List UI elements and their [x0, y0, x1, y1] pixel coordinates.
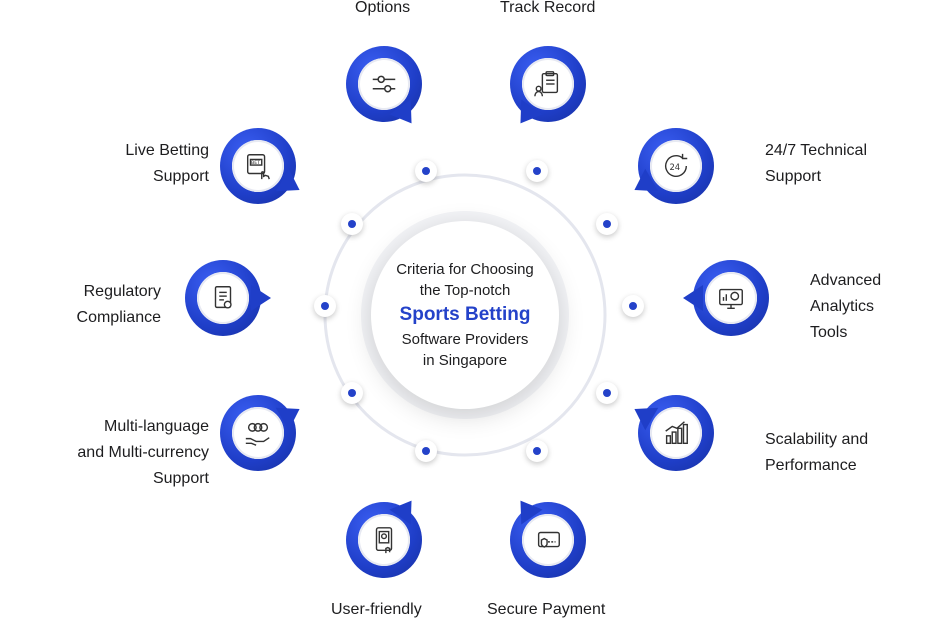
svg-text:BET: BET — [251, 160, 260, 166]
touch-tablet-icon — [375, 527, 393, 554]
center-hub: Criteria for Choosing the Top-notch Spor… — [371, 221, 559, 409]
analytics-monitor-icon — [719, 288, 743, 310]
bubble-options — [346, 46, 423, 131]
connector-dot-analytics — [622, 295, 644, 317]
bubble-secure-payment — [509, 493, 586, 578]
connector-dot-secure-payment — [526, 440, 548, 462]
svg-text:24: 24 — [669, 162, 680, 172]
24-7-support-icon: 24 — [665, 153, 688, 177]
connector-dot-options — [415, 160, 437, 182]
center-line-2: the Top-notch — [419, 282, 511, 299]
center-highlight: Sports Betting — [399, 304, 531, 325]
growth-chart-icon — [665, 421, 688, 445]
label-user-friendly: User-friendly — [331, 601, 422, 618]
connector-dot-technical-support — [596, 213, 618, 235]
bubble-user-friendly — [346, 493, 423, 578]
connector-dot-multi-currency — [341, 382, 363, 404]
sliders-icon — [372, 75, 396, 93]
compliance-document-icon — [214, 286, 232, 309]
label-options: Options — [355, 0, 411, 16]
coins-hand-icon — [245, 422, 270, 446]
clipboard-icon — [534, 71, 559, 97]
connector-dot-scalability — [596, 382, 618, 404]
bubble-track-record — [509, 46, 586, 131]
connector-dot-user-friendly — [415, 440, 437, 462]
center-line-4: in Singapore — [422, 352, 508, 369]
bubble-live-betting: BET — [220, 128, 307, 204]
connector-dot-live-betting — [341, 213, 363, 235]
label-track-record: Track Record — [500, 0, 596, 16]
label-secure-payment: Secure Payment — [487, 601, 606, 618]
connector-dot-regulatory — [314, 295, 336, 317]
bubble-scalability — [627, 395, 714, 471]
bubble-multi-currency — [220, 395, 307, 471]
bubble-analytics — [683, 260, 769, 336]
connector-dot-track-record — [526, 160, 548, 182]
bubble-technical-support: 24 — [627, 128, 714, 204]
bet-tap-icon: BET — [246, 154, 270, 180]
center-line-1: Criteria for Choosing — [396, 261, 534, 278]
bubble-regulatory — [185, 260, 271, 336]
secure-card-icon — [537, 531, 560, 548]
center-line-3: Software Providers — [401, 331, 529, 348]
